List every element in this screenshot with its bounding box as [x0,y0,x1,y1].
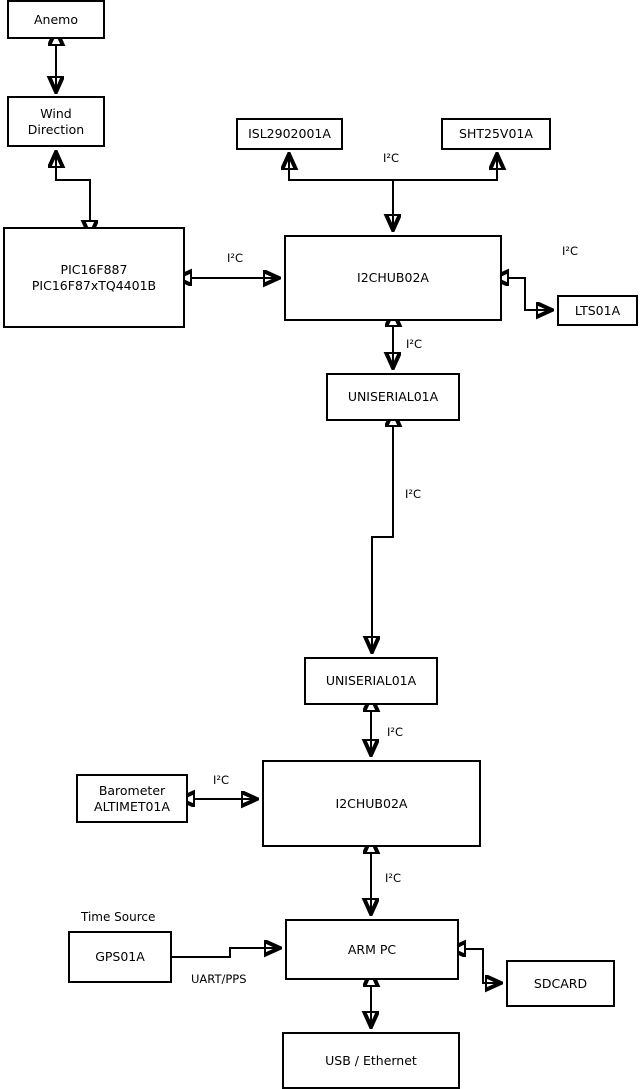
node-i2chub02a-top[interactable]: I2CHUB02A [284,235,502,321]
node-arm-pc-label: ARM PC [347,941,397,957]
node-pic-microcontroller[interactable]: PIC16F887 PIC16F87xTQ4401B [3,227,185,328]
node-barometer-altimet01a-label: Barometer ALTIMET01A [94,782,170,814]
edge-label-i2c-hub-uniserial: I²C [406,337,423,351]
node-usb-ethernet[interactable]: USB / Ethernet [282,1032,460,1089]
node-uniserial01a-top-label: UNISERIAL01A [347,389,439,404]
annotation-time-source: Time Source [81,910,156,924]
edge-label-i2c-hub2-armpc: I²C [385,871,402,885]
node-i2chub02a-top-label: I2CHUB02A [357,270,429,285]
edge-armpc-sdcard [465,949,500,983]
edge-gps01a-armpc [172,948,279,958]
node-gps01a[interactable]: GPS01A [68,931,172,983]
node-sdcard-label: SDCARD [533,975,588,991]
edge-trunk-to-isl [289,155,393,181]
node-lts01a[interactable]: LTS01A [557,295,638,326]
edge-label-i2c-hub-lts: I²C [562,244,579,258]
node-lts01a-label: LTS01A [574,302,621,318]
node-arm-pc[interactable]: ARM PC [285,919,459,980]
node-uniserial01a-top[interactable]: UNISERIAL01A [326,373,460,421]
node-usb-ethernet-label: USB / Ethernet [325,1052,417,1068]
edge-uniserial-long-link [372,426,393,651]
node-sht25v01a[interactable]: SHT25V01A [441,118,551,150]
node-uniserial01a-bottom-label: UNISERIAL01A [325,673,417,688]
edge-i2chub-top-lts01a [508,278,551,310]
node-i2chub02a-bottom-label: I2CHUB02A [335,795,408,811]
node-isl2902001a-label: ISL2902001A [248,126,331,141]
node-anemo[interactable]: Anemo [7,0,105,39]
node-i2chub02a-bottom[interactable]: I2CHUB02A [262,760,481,847]
node-gps01a-label: GPS01A [95,949,145,964]
edge-label-i2c-uniserial-hub2: I²C [387,725,404,739]
edge-label-i2c-barometer-hub2: I²C [213,773,230,787]
node-barometer-altimet01a[interactable]: Barometer ALTIMET01A [76,774,188,823]
edge-trunk-to-sht [393,155,497,181]
edge-label-i2c-top-sensors: I²C [383,151,400,165]
edge-label-i2c-pic-hub: I²C [227,251,244,265]
node-pic-microcontroller-label: PIC16F887 PIC16F87xTQ4401B [31,261,157,293]
edge-label-i2c-uniserial-link: I²C [405,487,422,501]
node-wind-direction-label: Wind Direction [27,105,85,137]
node-uniserial01a-bottom[interactable]: UNISERIAL01A [304,657,438,705]
node-wind-direction[interactable]: Wind Direction [7,96,105,147]
node-sdcard[interactable]: SDCARD [506,960,615,1007]
node-anemo-label: Anemo [34,11,78,27]
node-sht25v01a-label: SHT25V01A [459,126,533,141]
node-isl2902001a[interactable]: ISL2902001A [236,118,343,150]
edge-label-uart-pps: UART/PPS [191,972,247,986]
edge-pic-winddirection [56,153,90,221]
